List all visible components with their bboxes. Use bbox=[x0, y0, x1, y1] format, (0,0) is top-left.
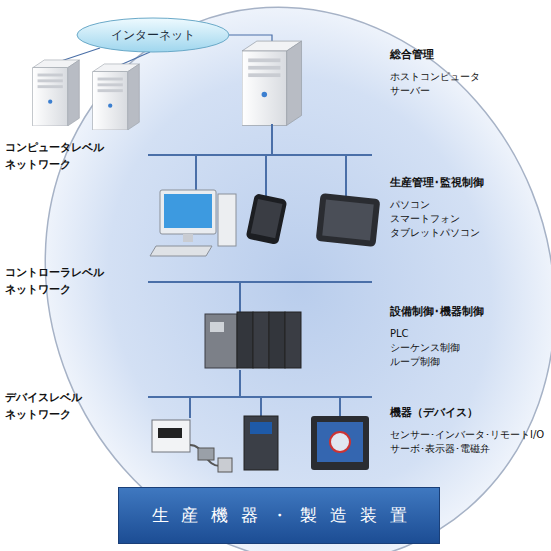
item-text: センサー･インバータ･リモートI/O bbox=[390, 428, 544, 442]
sensor-display bbox=[158, 428, 182, 438]
server-icon bbox=[93, 64, 140, 130]
wire bbox=[260, 397, 262, 416]
sensor-head bbox=[218, 458, 232, 472]
pc-screen bbox=[164, 194, 212, 228]
sensor-head bbox=[198, 448, 214, 460]
pc-stand bbox=[183, 234, 193, 242]
pc-tower bbox=[218, 194, 236, 246]
level-title: 総合管理 bbox=[390, 48, 434, 62]
tablet-screen bbox=[322, 200, 374, 241]
item-text: サーバー bbox=[390, 84, 430, 98]
item-text: サーボ･表示器･電磁弁 bbox=[390, 442, 490, 456]
server-icon bbox=[33, 60, 80, 126]
hmi-screen bbox=[317, 422, 363, 462]
plc-display bbox=[210, 322, 224, 332]
sensor-amplifier bbox=[152, 420, 190, 452]
network-level-label: デバイスレベル ネットワーク bbox=[5, 389, 133, 423]
pc-keyboard bbox=[150, 246, 212, 256]
plc-module bbox=[285, 312, 301, 368]
plc-module bbox=[253, 312, 269, 368]
network-bus bbox=[148, 154, 372, 156]
level-title: 生産管理･監視制御 bbox=[390, 176, 484, 190]
inverter-panel bbox=[250, 422, 272, 434]
wire bbox=[189, 397, 191, 418]
wire bbox=[271, 124, 273, 155]
host-server-icon bbox=[242, 41, 302, 125]
wire bbox=[345, 155, 347, 196]
wire bbox=[239, 282, 241, 312]
pc-monitor bbox=[160, 190, 216, 234]
wire bbox=[265, 155, 267, 196]
hmi-display bbox=[311, 416, 369, 470]
sensor-cable bbox=[190, 445, 222, 466]
wire bbox=[339, 397, 341, 416]
hmi-gauge bbox=[330, 432, 350, 452]
item-text: ループ制御 bbox=[390, 355, 440, 369]
network-bus bbox=[148, 281, 372, 283]
network-level-label: コンピュータレベル ネットワーク bbox=[5, 139, 133, 173]
plc-module bbox=[269, 312, 285, 368]
tablet-icon bbox=[316, 193, 381, 247]
item-text: スマートフォン bbox=[390, 212, 460, 226]
wire bbox=[239, 370, 241, 397]
cloud-ellipse bbox=[77, 18, 229, 52]
plc-power-module bbox=[205, 314, 237, 368]
band-text: 生産機器・製造装置 bbox=[139, 504, 420, 527]
inverter-icon bbox=[244, 416, 278, 470]
smartphone-icon bbox=[246, 193, 288, 245]
item-text: ホストコンピュータ bbox=[390, 70, 480, 84]
item-text: タブレットパソコン bbox=[390, 226, 480, 240]
wire bbox=[195, 155, 197, 190]
level-title: 機器（デバイス） bbox=[390, 406, 478, 420]
item-text: PLC bbox=[390, 327, 409, 341]
plc-module bbox=[237, 312, 253, 368]
item-text: シーケンス制御 bbox=[390, 341, 460, 355]
smartphone-screen bbox=[251, 199, 283, 238]
internet-cloud: インターネット bbox=[76, 17, 230, 53]
network-level-label: コントローラレベル ネットワーク bbox=[5, 264, 133, 298]
level-title: 設備制御･機器制御 bbox=[390, 305, 484, 319]
item-text: パソコン bbox=[390, 198, 430, 212]
equipment-band: 生産機器・製造装置 bbox=[118, 487, 440, 544]
cloud-text: インターネット bbox=[111, 27, 195, 44]
